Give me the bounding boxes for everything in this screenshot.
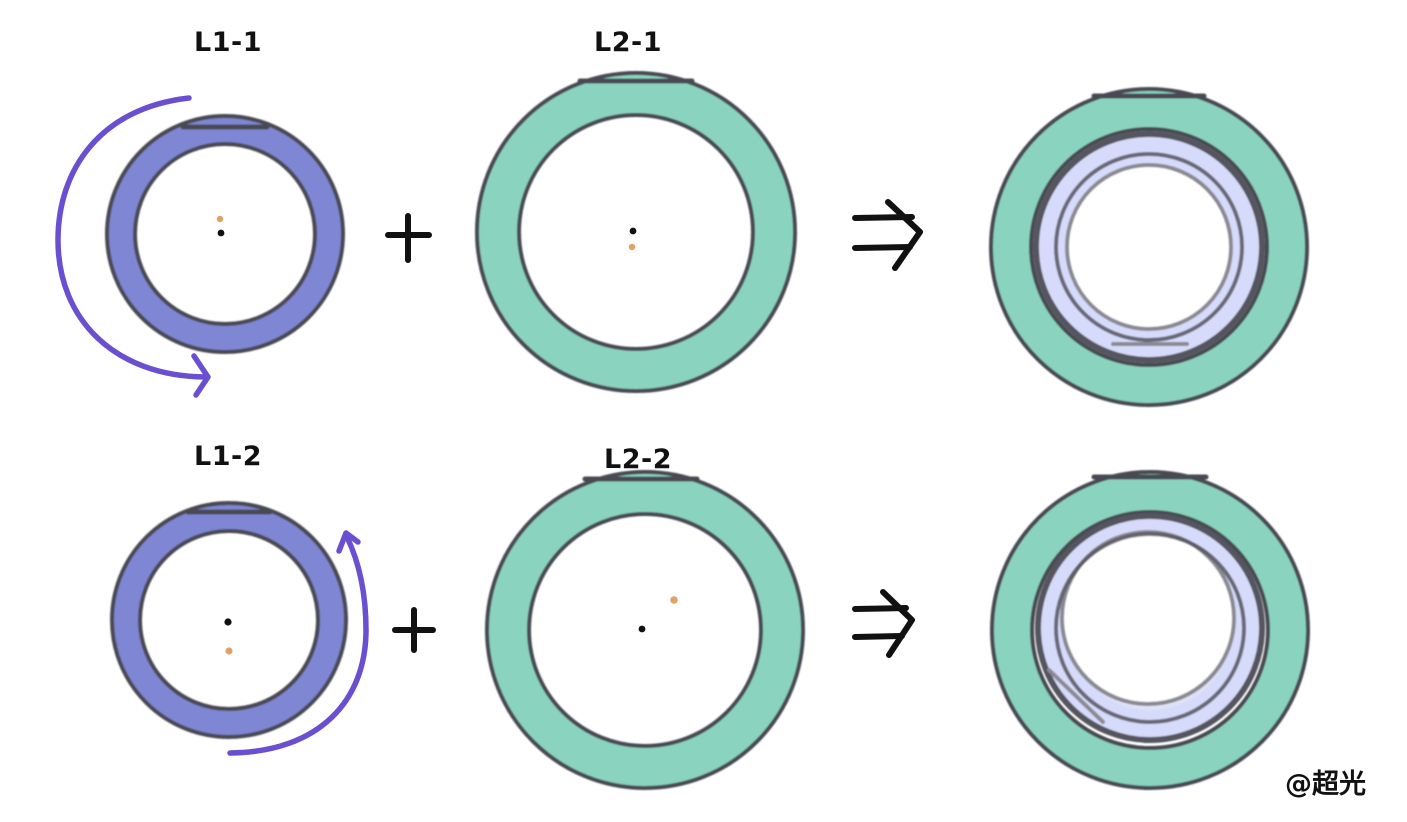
watermark: @超光: [1285, 769, 1366, 800]
ring-l2-2: [485, 470, 805, 790]
label-l1-1: L1-1: [194, 27, 262, 58]
center-dot-black: [638, 625, 646, 633]
ring-l2-1: [475, 71, 797, 393]
center-dot-orange: [628, 243, 636, 251]
curved-arrow-icon: [227, 530, 369, 756]
center-dot-black: [629, 227, 637, 235]
label-l1-2: L1-2: [194, 441, 262, 472]
implies-arrow-icon: [852, 589, 915, 658]
curved-arrow-icon: [55, 95, 211, 398]
plus-icon: [385, 213, 432, 263]
center-dot-black: [217, 229, 225, 237]
plus-icon: [392, 607, 436, 653]
combined-ring-1: [989, 87, 1309, 407]
center-dot-orange: [216, 215, 224, 223]
implies-arrow-icon: [852, 199, 923, 271]
center-dot-black: [224, 618, 232, 626]
ring-l1-2: [110, 501, 348, 739]
label-l2-2: L2-2: [604, 444, 672, 475]
center-dot-orange: [225, 647, 233, 655]
combined-ring-2: [990, 470, 1310, 790]
center-dot-orange: [670, 596, 678, 604]
label-l2-1: L2-1: [594, 27, 662, 58]
ring-l1-1: [105, 114, 345, 354]
